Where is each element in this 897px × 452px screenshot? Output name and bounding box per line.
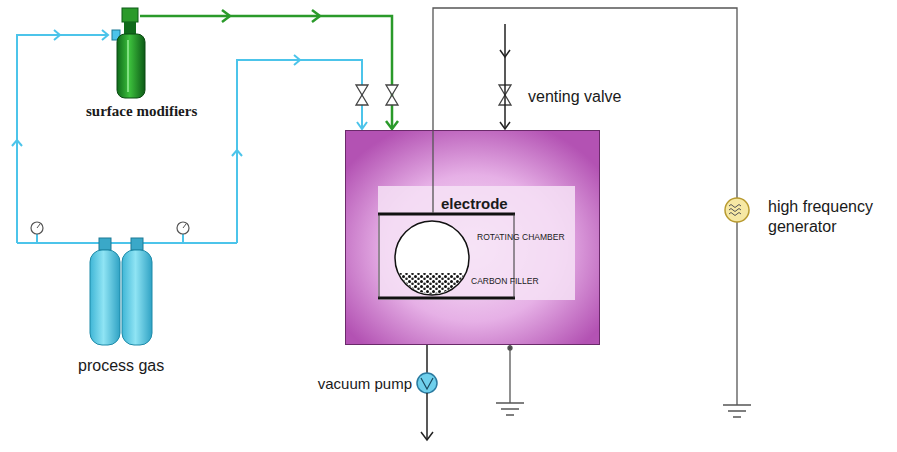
electrode-plates — [378, 213, 515, 216]
gas-cylinders — [131, 238, 143, 250]
modifier-line — [222, 10, 230, 22]
valve — [356, 95, 368, 105]
ground-symbol — [509, 345, 510, 403]
gas-line — [102, 30, 108, 40]
vacuum-pump — [426, 393, 428, 440]
component-label: surface modifiers — [86, 102, 197, 121]
rotating-drum — [394, 273, 474, 297]
rf-wire — [433, 8, 737, 213]
pressure-gauge — [183, 224, 186, 228]
rotating-drum — [394, 221, 474, 297]
valve-label: venting valve — [528, 87, 621, 107]
gas-line — [17, 35, 108, 243]
vent-line — [500, 122, 510, 129]
gas-line — [54, 30, 60, 40]
vacuum-pump — [421, 378, 433, 389]
chamber-box: electrodeROTATING CHAMBER CARBON FILLER — [345, 130, 600, 345]
gas-line — [17, 242, 237, 244]
modifier-bottle — [127, 40, 129, 92]
component-label: vacuum pump — [318, 375, 412, 394]
part-label: ROTATING CHAMBER — [477, 233, 565, 242]
modifier-bottle — [112, 8, 145, 98]
vent-line — [500, 24, 510, 129]
vent-line — [500, 50, 510, 57]
modifier-bottle — [124, 22, 136, 34]
valve — [356, 85, 368, 95]
gas-line — [294, 55, 300, 65]
gas-cylinders — [99, 238, 111, 250]
vacuum-pump — [421, 432, 433, 440]
modifier-bottle — [122, 8, 138, 22]
gas-cylinders — [90, 250, 120, 345]
ground-symbol — [496, 403, 524, 415]
pressure-gauge — [31, 222, 189, 234]
gas-line — [232, 150, 242, 156]
gas-line — [237, 60, 362, 243]
rf-generator — [725, 198, 749, 222]
electrode-plates — [378, 297, 515, 300]
gas-line — [357, 122, 367, 129]
vacuum-pump — [417, 345, 437, 440]
vent-line — [504, 24, 506, 129]
rf-wire — [433, 8, 751, 417]
pressure-gauge — [177, 222, 189, 234]
rf-wire — [723, 405, 751, 417]
pressure-gauge — [31, 222, 43, 234]
vacuum-pump — [426, 345, 428, 373]
gas-line — [12, 140, 22, 146]
valve — [386, 85, 398, 95]
electrode-label: electrode — [441, 196, 508, 211]
generator-label: high frequency generator — [768, 197, 886, 237]
ground-symbol — [496, 345, 524, 415]
modifier-line — [386, 121, 398, 129]
rf-wire — [736, 222, 737, 405]
component-label: process gas — [78, 356, 164, 376]
valve — [386, 95, 398, 105]
gas-cylinders — [90, 238, 152, 345]
gas-line — [12, 30, 367, 250]
plasma-chamber — [345, 130, 600, 345]
modifier-line — [312, 10, 320, 22]
rf-generator — [725, 198, 749, 222]
pressure-gauge — [37, 224, 40, 228]
vacuum-pump — [417, 373, 437, 393]
plasma-chamber — [345, 130, 600, 345]
rf-generator — [729, 205, 741, 216]
plasma-chamber — [378, 186, 575, 300]
part-label: CARBON FILLER — [471, 277, 539, 286]
modifier-bottle — [117, 34, 145, 98]
electrode-plates — [379, 214, 380, 298]
gas-cylinders — [122, 250, 152, 345]
